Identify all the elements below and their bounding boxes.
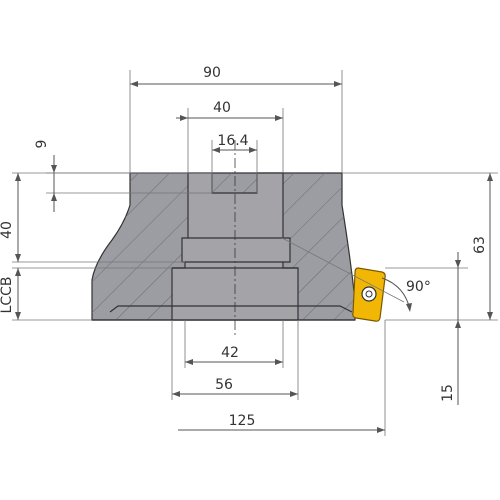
dimension-cutting-diameter: 125 xyxy=(178,320,386,436)
cutting-diameter-label: 125 xyxy=(229,413,256,429)
torx-screw-center xyxy=(365,290,373,298)
counterbore-diameter-label: 56 xyxy=(215,377,233,393)
dimension-outer-diameter: 90 xyxy=(129,65,343,173)
chip-pocket xyxy=(109,305,353,313)
dimension-counterbore-diameter: 56 xyxy=(171,320,299,400)
total-height-label: 63 xyxy=(472,236,488,254)
lead-angle-label: 90° xyxy=(406,279,431,295)
dimension-pilot-diameter: 40 xyxy=(176,100,284,173)
dimension-total-height: 63 xyxy=(342,172,498,321)
torx-screw-icon xyxy=(361,286,377,302)
outer-diameter-label: 90 xyxy=(203,65,221,81)
dimension-keyway-width: 16.4 xyxy=(211,133,258,193)
dimension-bore-diameter: 42 xyxy=(184,320,284,368)
dimension-upper-height: 40 xyxy=(0,172,185,263)
cutter-body xyxy=(91,140,356,335)
dimension-lead-angle: 90° xyxy=(281,237,431,312)
insert xyxy=(352,267,386,322)
lccb-label: LCCB xyxy=(0,277,15,314)
dimension-insert-height: 15 xyxy=(385,252,468,405)
dimension-lccb: LCCB xyxy=(0,267,172,321)
insert-height-label: 15 xyxy=(440,384,456,402)
bore-diameter-label: 42 xyxy=(221,345,239,361)
keyway-depth-label: 9 xyxy=(34,140,50,149)
upper-height-label: 40 xyxy=(0,221,15,239)
keyway-width-label: 16.4 xyxy=(217,133,248,149)
pilot-diameter-label: 40 xyxy=(213,100,231,116)
